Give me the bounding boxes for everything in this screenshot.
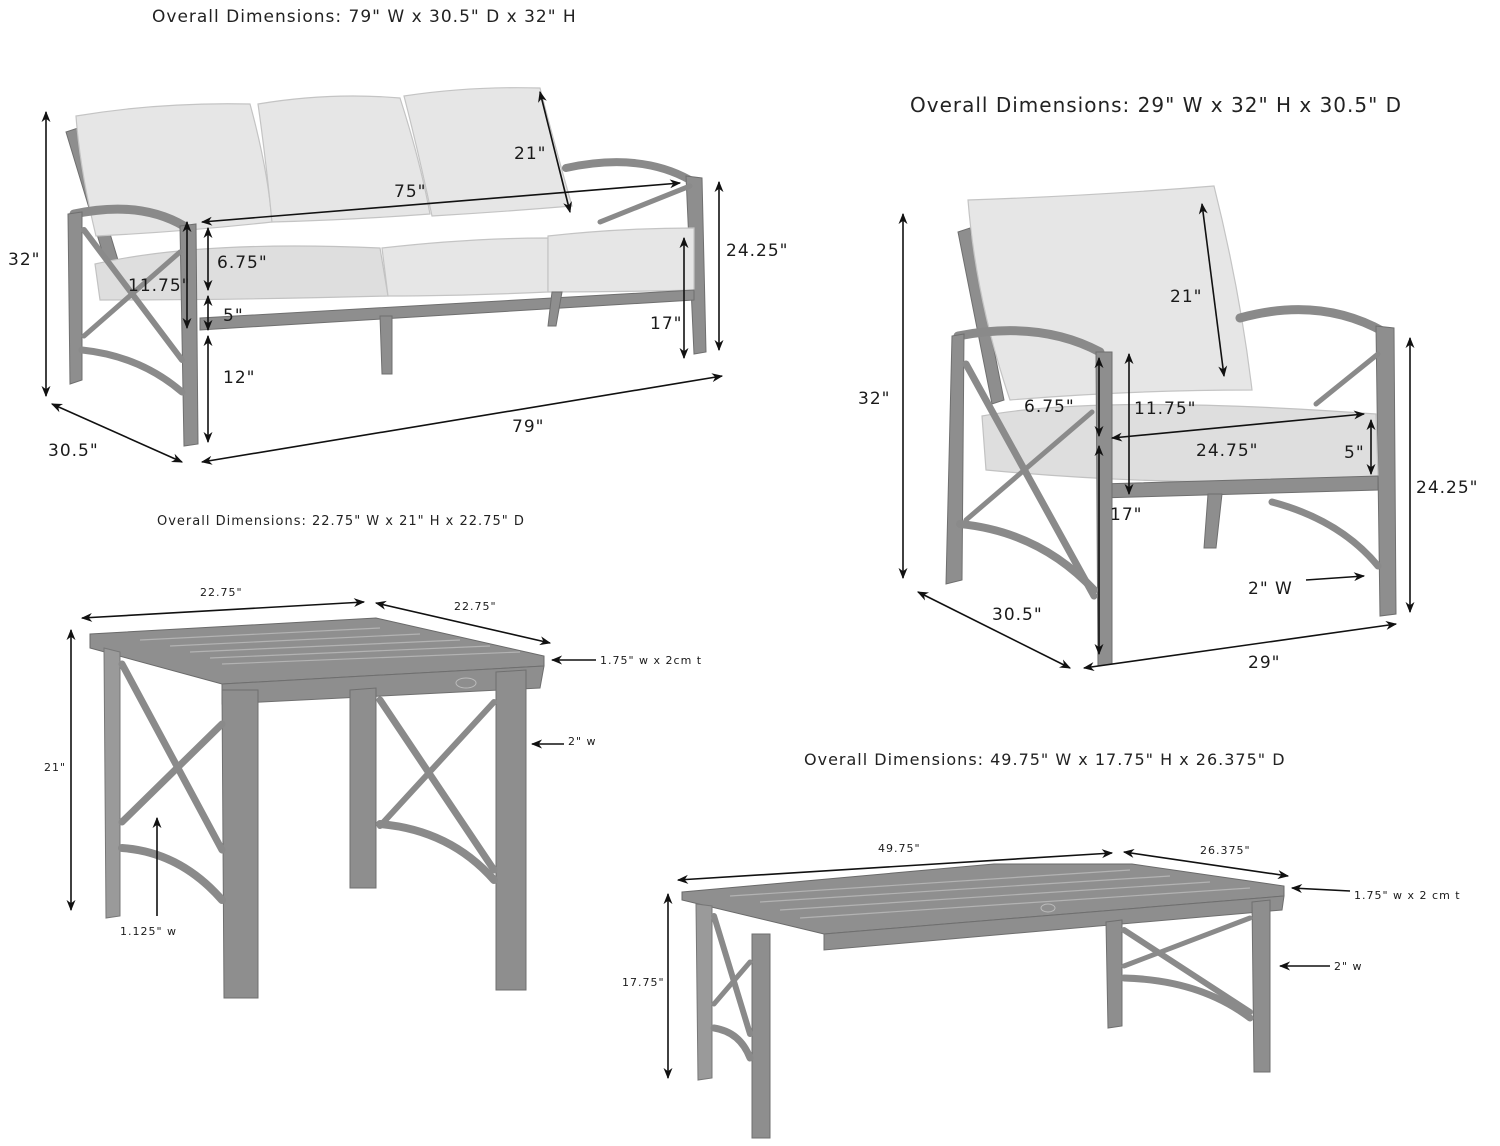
sofa-drawing: 32" 30.5" 79" 75" 21" 24.25" 11.75" 6.75… [8,87,789,465]
end-table-height-label: 21" [44,761,66,774]
chair-leg-width-label: 2" W [1248,579,1293,599]
sofa-arm-above-seat-label: 11.75" [128,276,191,296]
sofa-inner-width-label: 75" [394,182,426,202]
coffee-table-depth-label: 26.375" [1200,844,1251,857]
chair-drawing: 32" 30.5" 29" 21" 6.75" 11.75" 24.75" 5"… [858,185,1479,673]
coffee-table-top-edge-label: 1.75" w x 2 cm t [1354,889,1461,902]
sofa-seat-frame-height-label: 12" [223,368,255,388]
end-table-drawing: 22.75" 22.75" 21" 1.75" w x 2cm t 2" w 1… [44,586,702,999]
end-table-title: Overall Dimensions: 22.75" W x 21" H x 2… [157,514,525,529]
coffee-table-drawing: 49.75" 26.375" 17.75" 1.75" w x 2 cm t 2… [622,842,1461,1139]
sofa-title: Overall Dimensions: 79" W x 30.5" D x 32… [152,7,577,27]
coffee-table-height-label: 17.75" [622,976,665,989]
chair-title: Overall Dimensions: 29" W x 32" H x 30.5… [910,93,1403,117]
end-table-depth-label: 22.75" [454,600,497,613]
end-table-brace-width-label: 1.125" w [120,925,177,938]
coffee-table-leg-width-label: 2" w [1334,960,1363,973]
sofa-seat-height-label: 17" [650,314,682,334]
end-table-width-label: 22.75" [200,586,243,599]
end-table-top-edge-label: 1.75" w x 2cm t [600,654,702,667]
chair-back-cushion-label: 21" [1170,287,1202,307]
sofa-back-cushion-label: 21" [514,144,546,164]
sofa-arm-height-label: 24.25" [726,241,789,261]
chair-height-label: 32" [858,389,890,409]
coffee-table-title: Overall Dimensions: 49.75" W x 17.75" H … [804,750,1286,769]
sofa-width-label: 79" [512,417,544,437]
chair-seat-height-label: 17" [1110,505,1142,525]
sofa-height-label: 32" [8,250,40,270]
sofa-seat-cushion-label: 5" [223,306,244,326]
chair-back-gap-label: 6.75" [1024,397,1075,417]
chair-arm-height-label: 24.25" [1416,478,1479,498]
coffee-table-width-label: 49.75" [878,842,921,855]
sofa-depth-label: 30.5" [48,441,99,461]
end-table-leg-width-label: 2" w [568,735,597,748]
chair-arm-above-seat-label: 11.75" [1134,399,1197,419]
sofa-back-gap-label: 6.75" [217,253,268,273]
chair-seat-width-label: 24.75" [1196,441,1259,461]
chair-seat-cushion-label: 5" [1344,443,1365,463]
chair-width-label: 29" [1248,653,1280,673]
chair-depth-label: 30.5" [992,605,1043,625]
